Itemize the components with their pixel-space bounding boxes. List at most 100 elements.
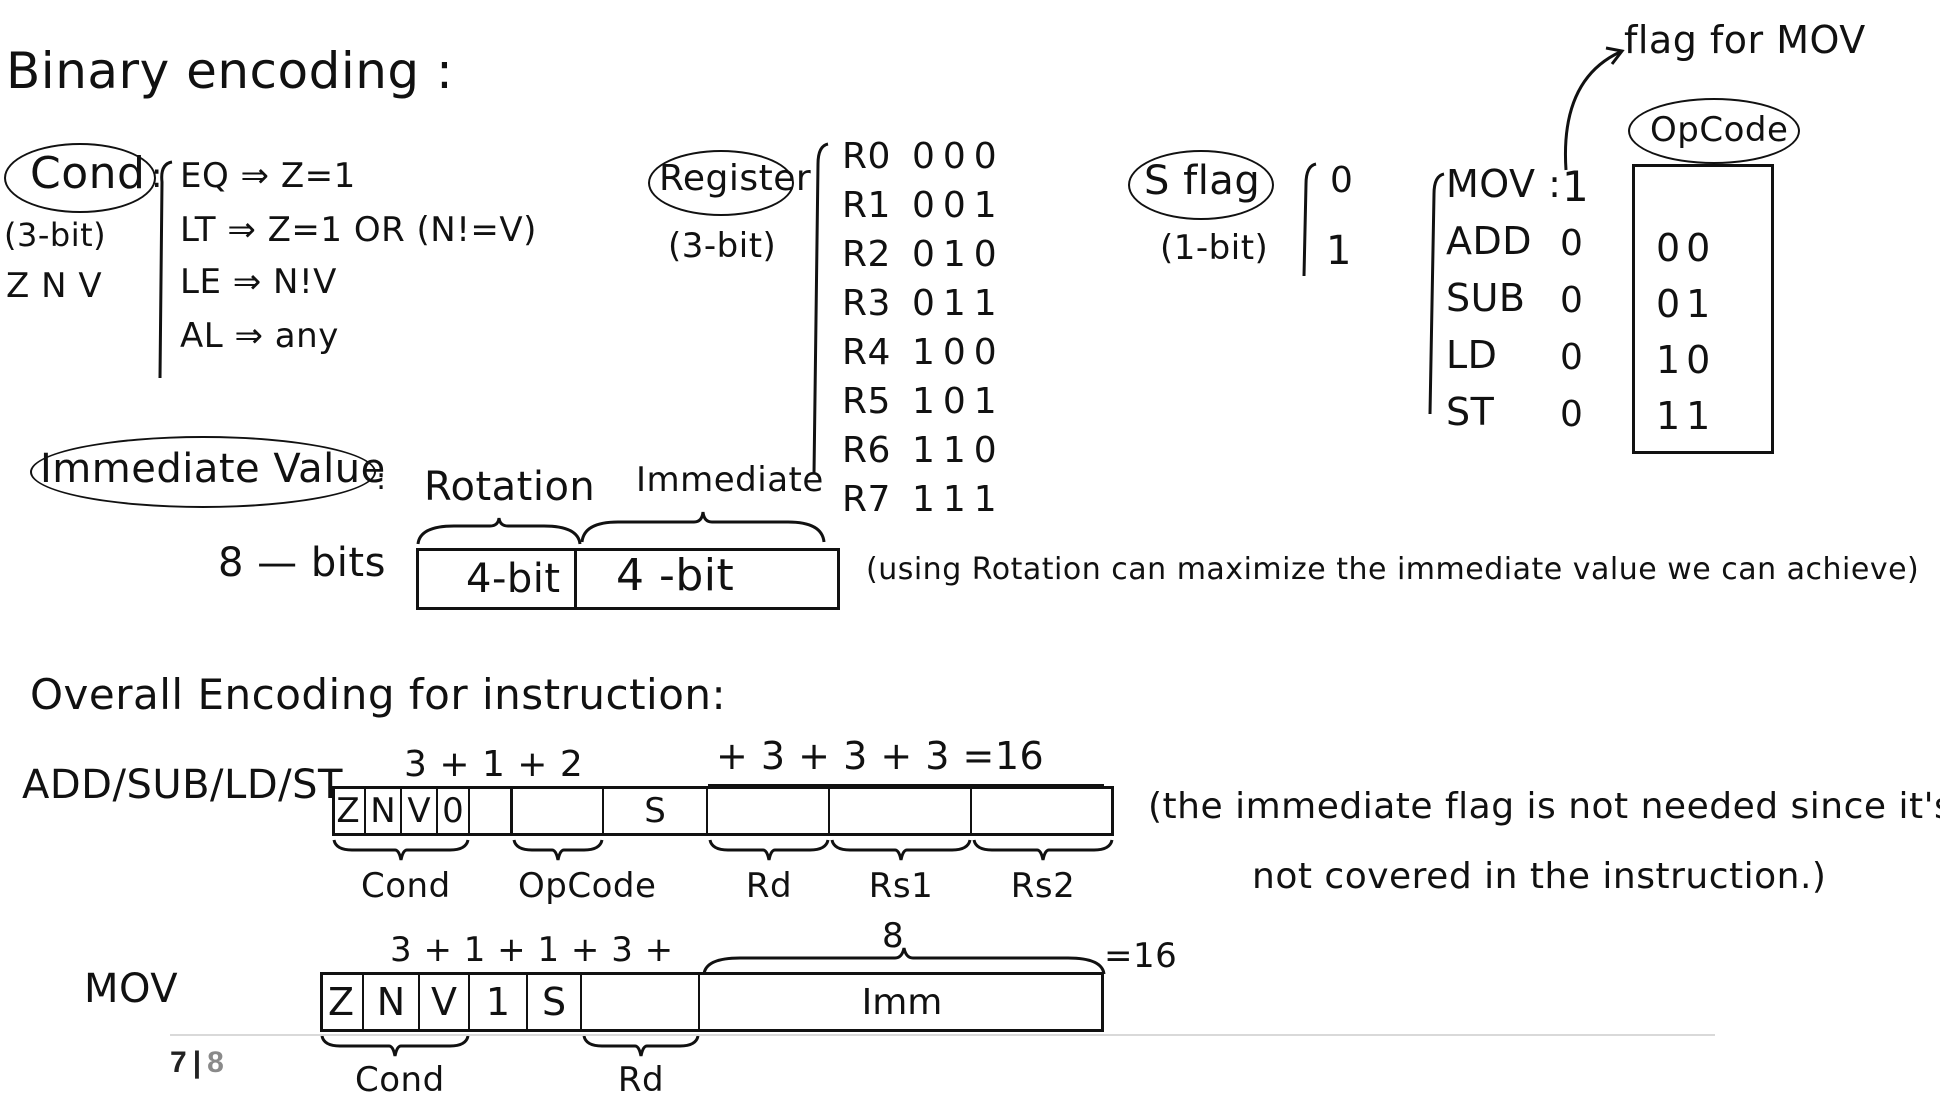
- row1-note-line1: (the immediate flag is not needed since …: [1148, 786, 1940, 827]
- register-name: R1: [842, 185, 891, 226]
- page-title: Binary encoding :: [6, 42, 454, 100]
- opcode-instr-bracket: [1428, 172, 1445, 415]
- row1-brace: [708, 839, 830, 861]
- register-code: 101: [912, 381, 1005, 422]
- opcode-flag: 0: [1560, 394, 1584, 435]
- row1-brace-label: OpCode: [518, 866, 657, 906]
- opcode-instr: MOV :: [1446, 162, 1562, 206]
- row1-sum-left: 3 + 1 + 2: [404, 744, 584, 785]
- register-name: R4: [842, 332, 891, 373]
- row2-cell-imm-flag: 1: [470, 975, 528, 1029]
- register-name: R2: [842, 234, 891, 275]
- sflag-bits: (1-bit): [1160, 228, 1269, 268]
- immediate-box-divider: [574, 548, 577, 610]
- immediate-field: 4 -bit: [616, 550, 735, 601]
- row1-cell-n: N: [366, 789, 402, 833]
- immediate-note: (using Rotation can maximize the immedia…: [866, 552, 1920, 587]
- cond-bracket: [158, 160, 173, 379]
- immediate-colon: :: [376, 462, 387, 497]
- cond-oval: [4, 143, 156, 213]
- cond-bits: (3-bit): [4, 216, 107, 254]
- cond-rule-al: AL ⇒ any: [180, 316, 339, 356]
- opcode-box: [1632, 164, 1774, 454]
- row1-divider: [510, 786, 513, 836]
- register-oval: [648, 150, 794, 216]
- row1-encoding-box: [332, 786, 1114, 836]
- register-label: Register: [659, 158, 812, 199]
- cond-label: Cond: [30, 148, 146, 199]
- row2-cell-rd: [582, 975, 700, 1029]
- rotation-label: Rotation: [424, 464, 596, 510]
- sflag-label: S flag: [1144, 158, 1261, 204]
- row2-sum-end: =16: [1104, 936, 1178, 976]
- immediate-box: [416, 548, 840, 610]
- row2-cell-z: Z: [320, 975, 364, 1029]
- row1-brace-label: Rd: [745, 866, 793, 906]
- page-current: 7: [170, 1046, 187, 1079]
- row1-cell-s: S: [604, 789, 708, 833]
- flag-for-mov-annotation: flag for MOV: [1624, 18, 1866, 62]
- opcode-instr: SUB: [1446, 276, 1526, 320]
- opcode-code: 10: [1656, 338, 1717, 382]
- register-bracket: [812, 142, 829, 475]
- flag-arrow: [1563, 46, 1625, 171]
- row2-sum-top: 8: [882, 916, 905, 956]
- page-separator: |: [192, 1046, 202, 1079]
- row1-brace: [972, 839, 1114, 861]
- row1-note-line2: not covered in the instruction.): [1252, 856, 1827, 897]
- row2-label: MOV: [84, 966, 179, 1012]
- row1-brace-label: Cond: [361, 866, 451, 906]
- register-name: R6: [842, 430, 891, 471]
- row1-cell-z: Z: [332, 789, 366, 833]
- row1-sum-underline: [708, 784, 1104, 786]
- row1-brace: [332, 839, 470, 861]
- opcode-oval: [1628, 98, 1800, 164]
- opcode-label: OpCode: [1650, 110, 1789, 150]
- row1-brace: [830, 839, 972, 861]
- cond-rule-le: LE ⇒ N!V: [180, 262, 337, 302]
- sflag-bracket: [1302, 162, 1317, 277]
- opcode-instr: ADD: [1446, 219, 1533, 263]
- row2-brace: [320, 1035, 470, 1057]
- row1-cell-rs1: [830, 789, 972, 833]
- register-name: R0: [842, 136, 891, 177]
- register-code: 011: [912, 283, 1005, 324]
- row2-cell-v: V: [420, 975, 470, 1029]
- sflag-value-0: 0: [1330, 160, 1354, 201]
- opcode-code: 00: [1656, 226, 1717, 270]
- row1-brace: [512, 839, 604, 861]
- row1-cell-rs2: [972, 789, 1114, 833]
- row2-cell-n: N: [364, 975, 420, 1029]
- cond-rule-lt: LT ⇒ Z=1 OR (N!=V): [180, 210, 537, 250]
- register-name: R5: [842, 381, 891, 422]
- page-number: 7|8: [170, 1046, 224, 1080]
- row2-brace-label: Rd: [617, 1060, 665, 1100]
- row2-cell-s: S: [528, 975, 582, 1029]
- row1-label: ADD/SUB/LD/ST: [22, 762, 343, 808]
- row1-cell-v: V: [402, 789, 438, 833]
- sflag-value-1: 1: [1326, 228, 1352, 274]
- register-name: R3: [842, 283, 891, 324]
- sflag-oval: [1128, 150, 1274, 220]
- register-name: R7: [842, 479, 891, 520]
- cond-colon: :: [151, 156, 163, 196]
- opcode-instr: LD: [1446, 333, 1498, 377]
- imm-top-brace: [702, 947, 1106, 975]
- rotation-brace: [416, 517, 582, 545]
- opcode-flag: 0: [1560, 337, 1584, 378]
- register-bits: (3-bit): [668, 226, 777, 266]
- cond-rule-eq: EQ ⇒ Z=1: [180, 156, 356, 196]
- row1-sum-right: + 3 + 3 + 3 =16: [716, 734, 1045, 778]
- row1-cell-opcode: [512, 789, 604, 833]
- immediate-label: Immediate Value: [40, 446, 386, 492]
- row2-cell-imm: Imm: [861, 981, 943, 1023]
- row1-brace-label: Rs1: [868, 866, 934, 906]
- register-code: 001: [912, 185, 1005, 226]
- row2-encoding-box: [320, 972, 1104, 1032]
- row1-brace-label: Rs2: [1010, 866, 1076, 906]
- immediate-bits: 8 — bits: [218, 540, 386, 586]
- immediate-sublabel: Immediate: [636, 460, 824, 500]
- row1-cell-imm-flag: 0: [438, 789, 470, 833]
- register-code: 110: [912, 430, 1005, 471]
